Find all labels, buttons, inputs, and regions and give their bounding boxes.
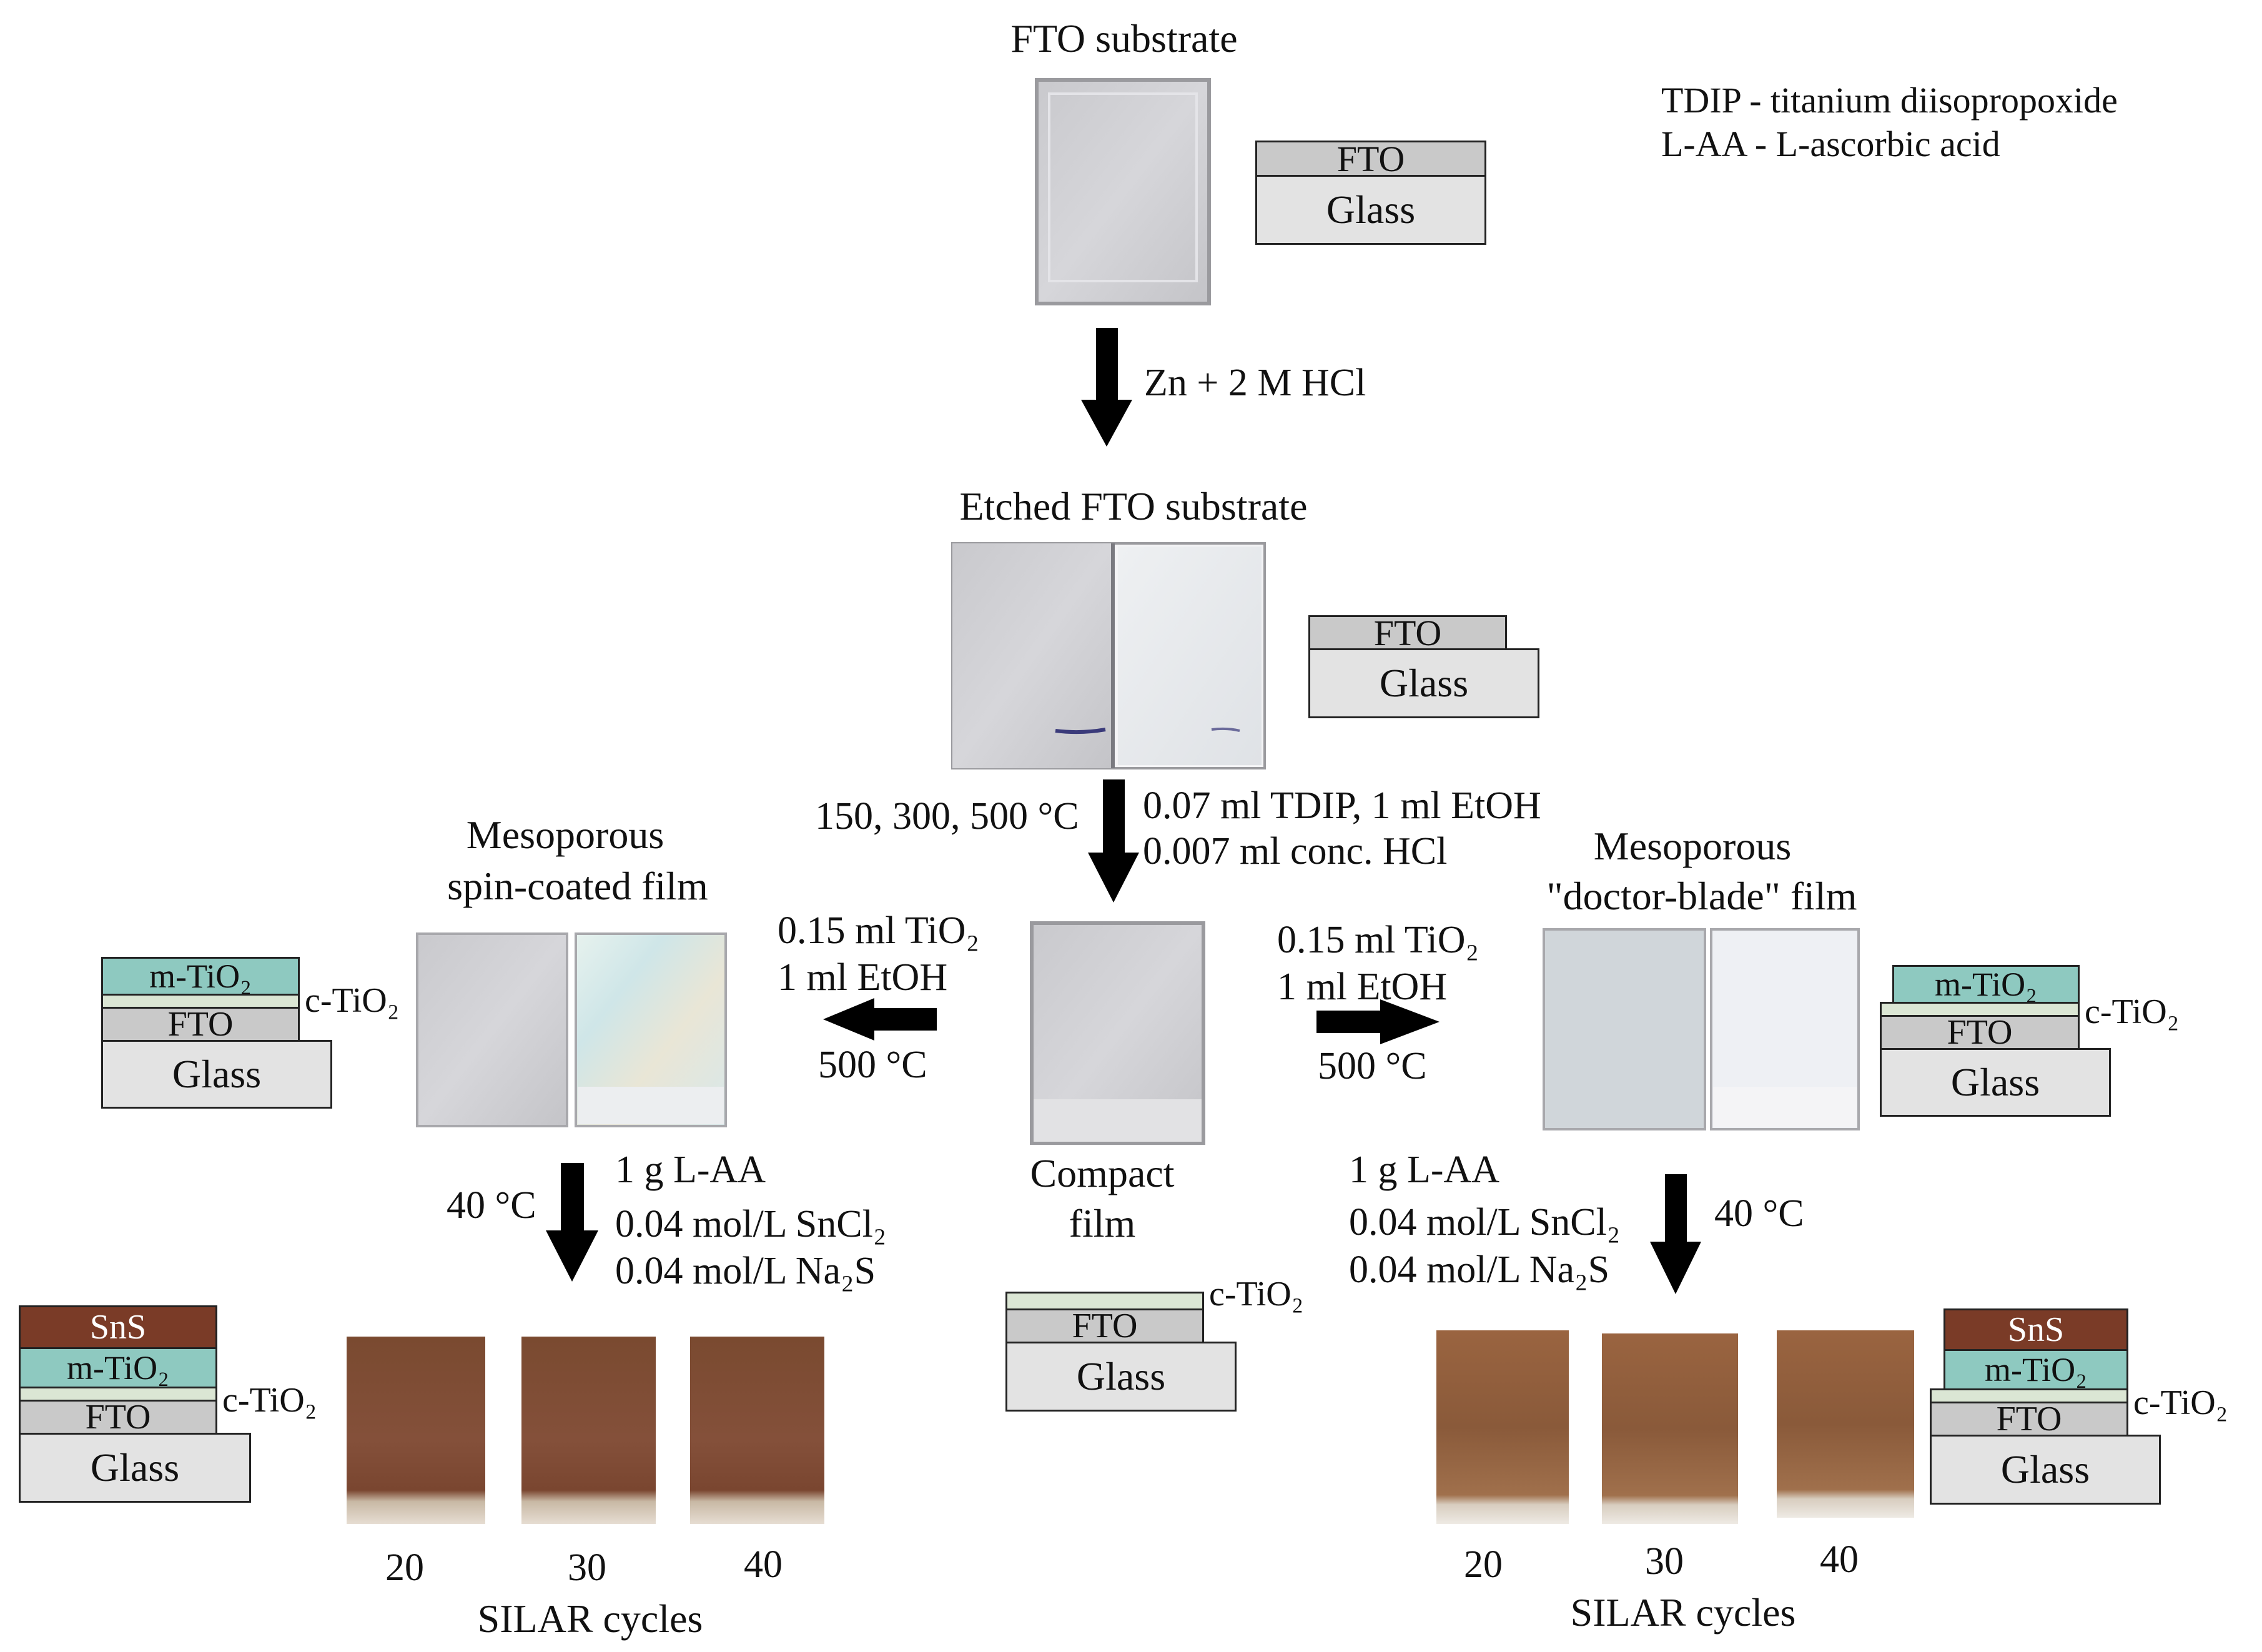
left-silar-caption: SILAR cycles bbox=[477, 1596, 703, 1641]
arrow-compact bbox=[1088, 779, 1139, 903]
layer-c-tio2 bbox=[1005, 1292, 1204, 1310]
layer-fto: FTO bbox=[1005, 1308, 1204, 1343]
layer-glass: Glass bbox=[1255, 175, 1486, 245]
left-silar-temp: 40 °C bbox=[447, 1184, 536, 1227]
doctor-blade-title-1: Mesoporous bbox=[1593, 824, 1792, 868]
layer-m-tio2: m-TiO₂ bbox=[19, 1347, 217, 1388]
etched-fto-title: Etched FTO substrate bbox=[959, 484, 1308, 528]
legend-laa: L-AA - L-ascorbic acid bbox=[1661, 124, 2000, 164]
arrow-left-meso bbox=[823, 998, 937, 1041]
layer-m-tio2: m-TiO₂ bbox=[1892, 965, 2080, 1004]
left-cycle-20: 20 bbox=[385, 1546, 424, 1589]
layer-glass: Glass bbox=[19, 1433, 251, 1503]
etch-step-label: Zn + 2 M HCl bbox=[1144, 362, 1366, 404]
compact-film-title-2: film bbox=[1069, 1201, 1136, 1245]
right-cycle-40: 40 bbox=[1820, 1538, 1859, 1581]
arrow-left-silar bbox=[546, 1163, 598, 1282]
compact-film-photo bbox=[1030, 921, 1205, 1145]
layer-fto: FTO bbox=[1930, 1402, 2128, 1437]
arrows bbox=[546, 328, 1701, 1294]
layer-fto: FTO bbox=[19, 1400, 217, 1435]
right-meso-reagent-1: 0.15 ml TiO₂ bbox=[1277, 919, 1479, 961]
left-silar-samples bbox=[347, 1337, 824, 1524]
layer-fto: FTO bbox=[101, 1007, 300, 1042]
right-cycle-20: 20 bbox=[1464, 1543, 1503, 1586]
layer-m-tio2: m-TiO₂ bbox=[101, 957, 300, 996]
legend-tdip: TDIP - titanium diisopropoxide bbox=[1661, 80, 2118, 121]
layer-glass: Glass bbox=[101, 1040, 332, 1109]
spin-coated-title-2: spin-coated film bbox=[447, 864, 708, 908]
right-silar-caption: SILAR cycles bbox=[1570, 1590, 1796, 1635]
label-c-tio2: c-TiO₂ bbox=[222, 1381, 317, 1420]
right-silar-temp: 40 °C bbox=[1714, 1192, 1804, 1235]
left-silar-reagent-3: 0.04 mol/L Na₂S bbox=[615, 1250, 876, 1292]
layer-glass: Glass bbox=[1005, 1342, 1237, 1412]
arrow-right-silar bbox=[1650, 1174, 1701, 1294]
right-silar-reagent-1: 1 g L-AA bbox=[1349, 1149, 1500, 1191]
layer-c-tio2 bbox=[101, 994, 300, 1009]
right-cycle-30: 30 bbox=[1645, 1540, 1684, 1583]
label-c-tio2: c-TiO₂ bbox=[2085, 992, 2180, 1031]
right-silar-samples bbox=[1436, 1330, 1914, 1524]
right-meso-reagent-2: 1 ml EtOH bbox=[1277, 966, 1448, 1008]
left-meso-reagent-2: 1 ml EtOH bbox=[778, 956, 948, 999]
compact-reagent-2: 0.007 ml conc. HCl bbox=[1143, 830, 1448, 873]
etched-fto-photo bbox=[951, 542, 1266, 769]
layer-glass: Glass bbox=[1930, 1435, 2161, 1505]
layer-fto: FTO bbox=[1880, 1015, 2080, 1050]
layer-sns: SnS bbox=[1943, 1308, 2128, 1351]
doctor-blade-film-photo bbox=[1543, 928, 1860, 1130]
fto-substrate-photo bbox=[1035, 78, 1211, 305]
left-meso-temp: 500 °C bbox=[818, 1044, 927, 1086]
layer-fto: FTO bbox=[1255, 141, 1486, 177]
label-c-tio2: c-TiO₂ bbox=[1209, 1275, 1304, 1313]
spin-coated-title-1: Mesoporous bbox=[466, 813, 664, 857]
left-cycle-40: 40 bbox=[744, 1543, 783, 1586]
right-meso-temp: 500 °C bbox=[1318, 1045, 1427, 1087]
compact-temp-label: 150, 300, 500 °C bbox=[815, 795, 1079, 838]
right-silar-reagent-2: 0.04 mol/L SnCl₂ bbox=[1349, 1201, 1621, 1244]
spin-coated-film-photo bbox=[416, 932, 727, 1127]
label-c-tio2: c-TiO₂ bbox=[305, 981, 400, 1020]
layer-sns: SnS bbox=[19, 1305, 217, 1349]
layer-glass: Glass bbox=[1880, 1048, 2111, 1117]
doctor-blade-title-2: "doctor-blade" film bbox=[1546, 874, 1857, 918]
compact-reagent-1: 0.07 ml TDIP, 1 ml EtOH bbox=[1143, 784, 1541, 827]
layer-glass: Glass bbox=[1308, 648, 1539, 718]
left-meso-reagent-1: 0.15 ml TiO₂ bbox=[778, 909, 980, 952]
left-cycle-30: 30 bbox=[568, 1546, 606, 1589]
fto-substrate-title: FTO substrate bbox=[1010, 16, 1238, 61]
right-silar-reagent-3: 0.04 mol/L Na₂S bbox=[1349, 1249, 1610, 1291]
arrow-etch bbox=[1081, 328, 1132, 447]
layer-fto: FTO bbox=[1308, 615, 1507, 650]
compact-film-title-1: Compact bbox=[1030, 1151, 1175, 1195]
label-c-tio2: c-TiO₂ bbox=[2133, 1383, 2228, 1422]
left-silar-reagent-1: 1 g L-AA bbox=[615, 1149, 766, 1191]
arrow-right-meso bbox=[1316, 999, 1440, 1044]
layer-m-tio2: m-TiO₂ bbox=[1943, 1349, 2128, 1390]
left-silar-reagent-2: 0.04 mol/L SnCl₂ bbox=[615, 1203, 887, 1245]
